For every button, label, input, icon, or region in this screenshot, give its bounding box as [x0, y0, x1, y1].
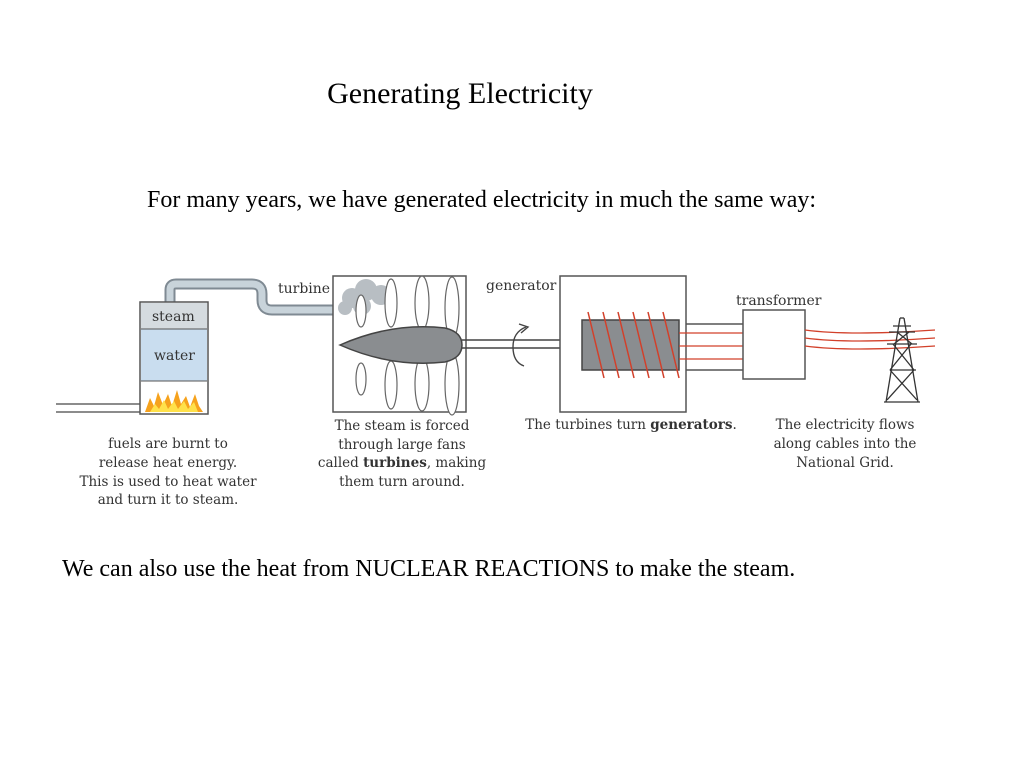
fuel-caption: fuels are burnt to release heat energy. …: [79, 436, 257, 508]
flame-icon: [145, 390, 203, 412]
steam-label: steam: [152, 309, 195, 325]
generator-caption-pre: The turbines turn: [525, 417, 650, 433]
turbine-blades: [355, 275, 460, 416]
fuel-pipe: [56, 403, 140, 413]
grid-caption-line: The electricity flows: [776, 417, 915, 433]
generator-caption-line: The turbines turn generators.: [525, 417, 737, 433]
slide-title: Generating Electricity: [327, 77, 593, 110]
grid-caption: The electricity flows along cables into …: [774, 417, 917, 471]
generator-box: [559, 275, 743, 413]
generator-caption: The turbines turn generators.: [525, 417, 737, 433]
grid-caption-line: National Grid.: [796, 455, 894, 471]
turbine-caption-line: them turn around.: [339, 474, 465, 490]
generator-coil: [587, 311, 680, 379]
generator-label: generator: [486, 278, 557, 294]
turbine-caption-post: , making: [427, 455, 487, 471]
fuel-caption-line: This is used to heat water: [79, 474, 257, 490]
turbine-caption-line: called turbines, making: [318, 455, 487, 471]
boiler: steam water: [139, 301, 209, 415]
transformer-box: [742, 309, 806, 380]
power-cables: [804, 329, 936, 350]
turbine-rotor: [338, 326, 463, 364]
turbine-caption-line: The steam is forced: [335, 418, 470, 434]
grid-caption-line: along cables into the: [774, 436, 917, 452]
turbine-caption-line: through large fans: [338, 437, 466, 453]
turbine-caption-pre: called: [318, 455, 363, 471]
turbine-caption: The steam is forced through large fans c…: [318, 418, 487, 490]
turbine-label: turbine: [278, 281, 330, 297]
rotation-arrow-icon: [512, 323, 530, 367]
nuclear-text: We can also use the heat from NUCLEAR RE…: [62, 556, 796, 582]
turbine-box: [332, 275, 467, 416]
fuel-caption-line: release heat energy.: [99, 455, 237, 471]
transformer-label: transformer: [736, 293, 822, 309]
generator-caption-bold: generators: [650, 417, 733, 433]
water-label: water: [154, 348, 195, 364]
generator-caption-post: .: [732, 417, 736, 433]
pylon-icon: [884, 317, 920, 403]
fuel-caption-line: fuels are burnt to: [108, 436, 228, 452]
turbine-caption-bold: turbines: [363, 455, 427, 471]
fuel-caption-line: and turn it to steam.: [98, 492, 239, 508]
intro-text: For many years, we have generated electr…: [147, 187, 817, 213]
